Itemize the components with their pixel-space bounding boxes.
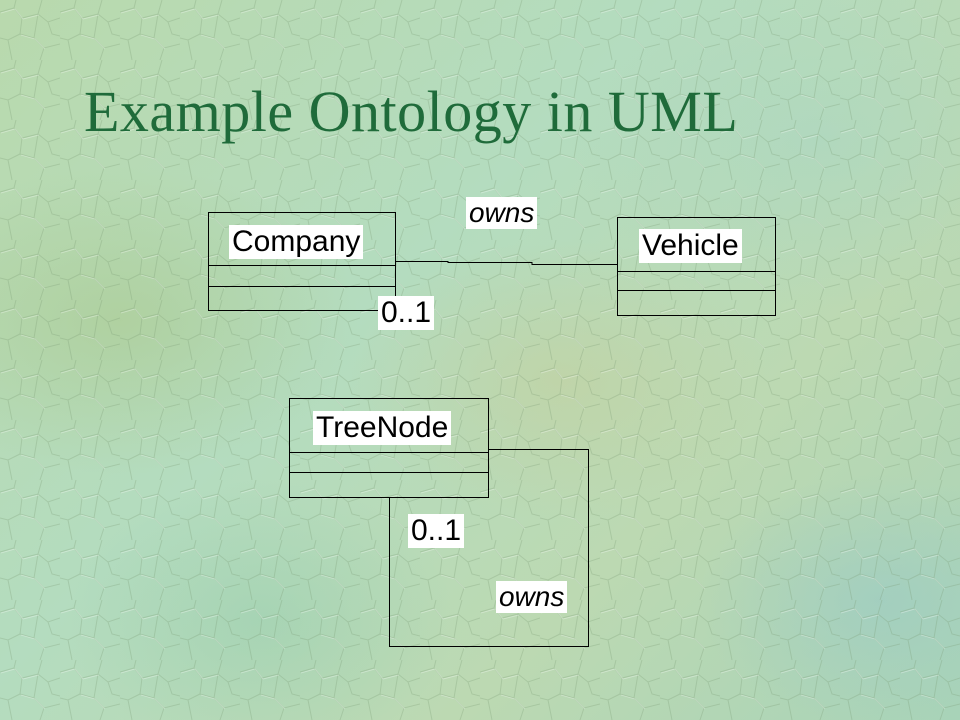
treenode-self-role-label: owns <box>496 581 568 613</box>
treenode-class-name: TreeNode <box>313 411 452 445</box>
company-vehicle-role-label: owns <box>466 197 538 229</box>
company-class-name: Company <box>229 225 364 259</box>
treenode-self-multiplicity-label: 0..1 <box>408 514 465 548</box>
vehicle-class-box <box>617 217 776 316</box>
company-vehicle-multiplicity-label: 0..1 <box>378 296 435 330</box>
treenode-self-association-line <box>389 449 589 647</box>
company-class-box <box>208 212 396 311</box>
vehicle-class-name: Vehicle <box>639 229 742 263</box>
company-vehicle-association-line <box>396 261 617 265</box>
slide-title: Example Ontology in UML <box>84 79 739 144</box>
